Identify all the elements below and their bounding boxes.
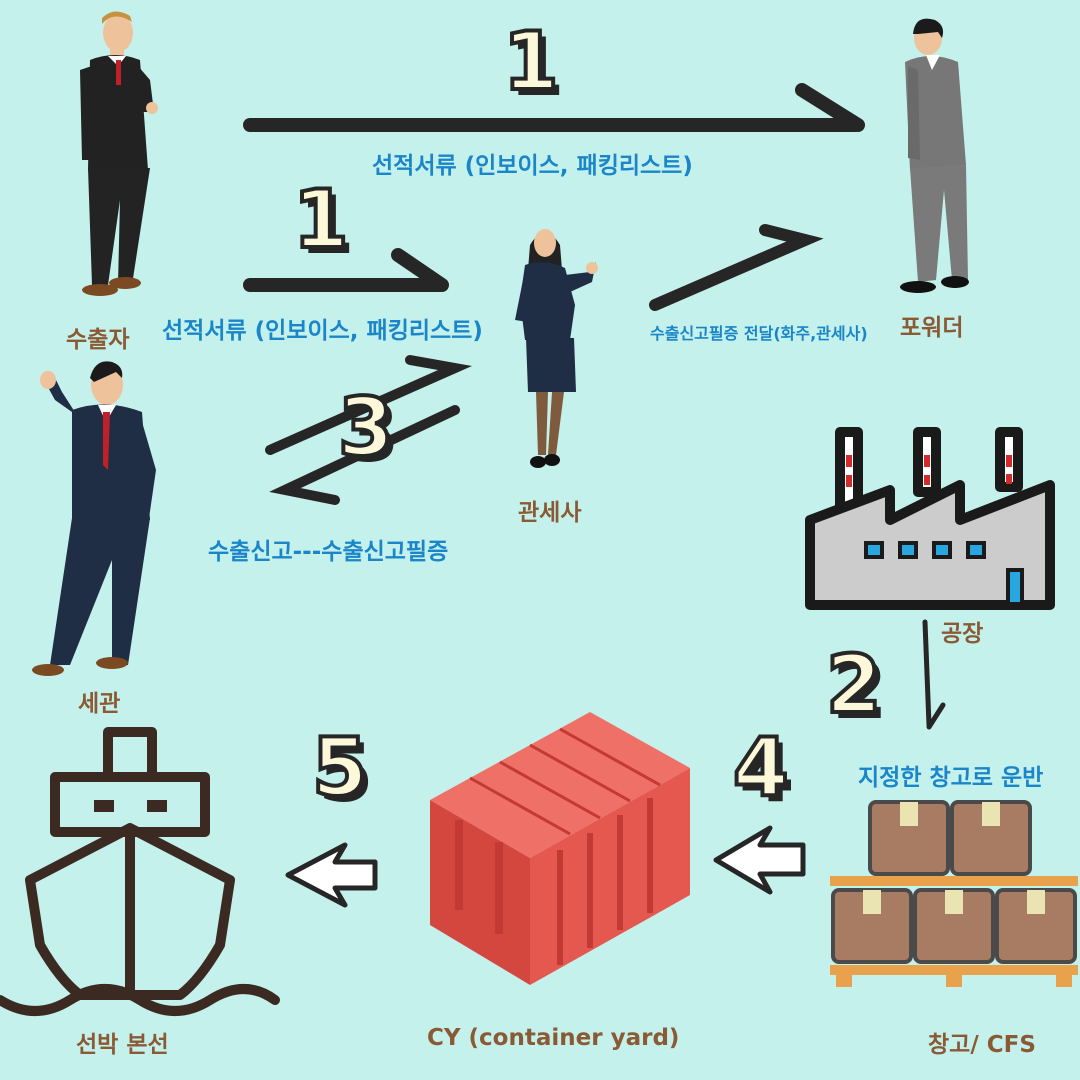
label-exporter: 수출자: [66, 327, 130, 353]
label-forwarder: 포워더: [900, 315, 964, 341]
flow-transport: 지정한 창고로 운반: [858, 765, 1044, 791]
container-icon: [430, 712, 690, 985]
step-number-4: 4: [731, 721, 791, 814]
label-cy: CY (container yard): [427, 1025, 680, 1051]
label-factory: 공장: [941, 621, 984, 647]
exporter-figure: [80, 11, 158, 296]
arrow-factory-to-warehouse: [922, 619, 946, 730]
ship-icon: [0, 727, 280, 1016]
warehouse-boxes: [830, 800, 1078, 987]
flow-declaration: 수출신고---수출신고필증: [208, 539, 449, 565]
arrow-broker-to-forwarder: [649, 224, 824, 311]
arrow-exporter-to-forwarder: [243, 83, 865, 132]
flow-certificate-delivery: 수출신고필증 전달(화주,관세사): [650, 324, 868, 343]
flow-docs-to-forwarder: 선적서류 (인보이스, 패킹리스트): [372, 153, 693, 179]
label-warehouse: 창고/ CFS: [928, 1032, 1036, 1058]
label-customs-broker: 관세사: [518, 500, 582, 526]
factory-icon: [805, 427, 1055, 610]
arrow-warehouse-to-cy: [713, 825, 806, 895]
step-number-2: 2: [824, 638, 884, 731]
customs-figure: [32, 361, 156, 676]
arrow-declaration-exchange: [265, 355, 472, 505]
step-number-1: 1: [501, 15, 561, 108]
step-number-1-b: 1: [291, 173, 351, 266]
arrow-cy-to-ship: [285, 842, 378, 908]
customs-broker-figure: [515, 229, 598, 468]
label-customs: 세관: [78, 691, 121, 717]
step-number-5: 5: [310, 721, 370, 814]
arrow-exporter-to-broker: [243, 248, 449, 292]
label-ship: 선박 본선: [76, 1032, 169, 1058]
ship-windows: [94, 800, 167, 812]
step-number-3: 3: [336, 381, 396, 474]
flow-docs-to-broker: 선적서류 (인보이스, 패킹리스트): [162, 318, 483, 344]
forwarder-figure: [900, 18, 969, 293]
factory-details: [846, 455, 1024, 606]
